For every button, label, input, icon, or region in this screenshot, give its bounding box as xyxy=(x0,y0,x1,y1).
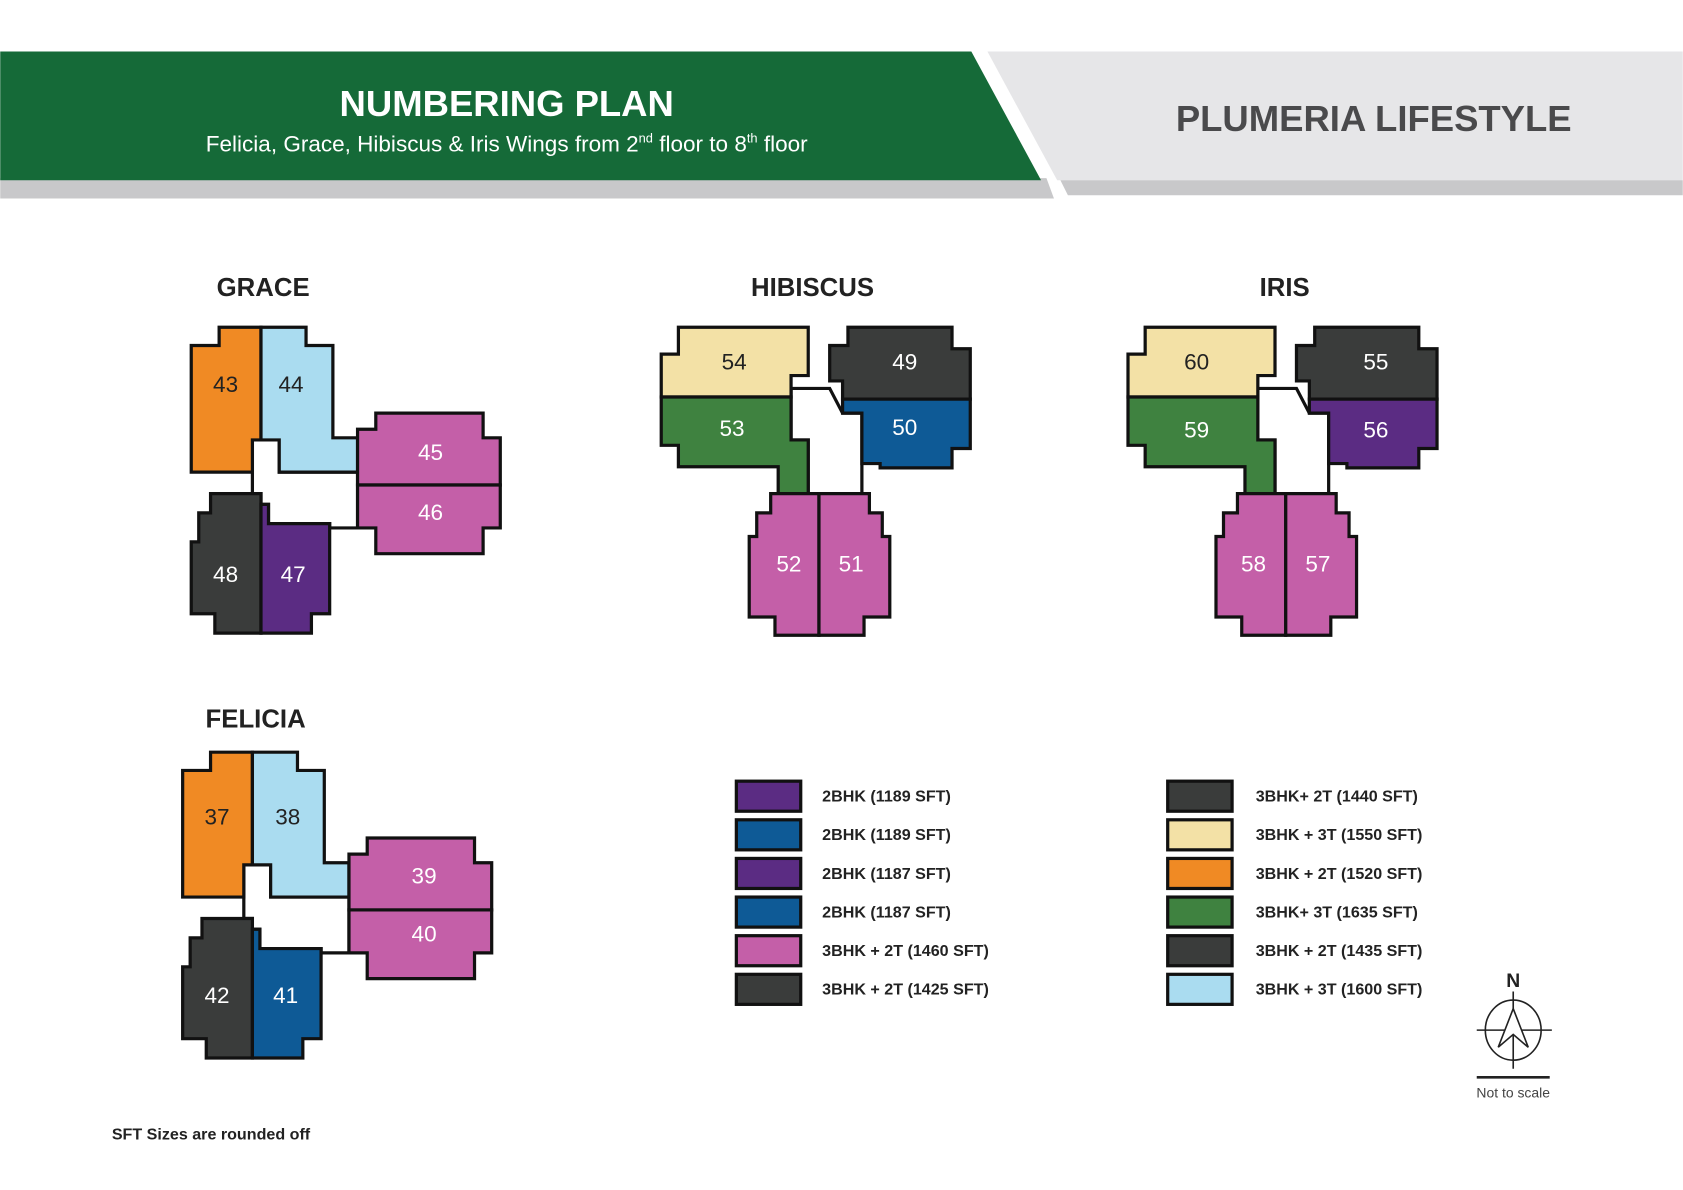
wing-title: GRACE xyxy=(217,274,310,302)
legend-label: 2BHK (1189 SFT) xyxy=(822,788,951,806)
legend-swatch xyxy=(734,934,803,968)
legend: 2BHK (1189 SFT) 2BHK (1189 SFT) 2BHK (1187… xyxy=(734,779,1423,1006)
legend-swatch xyxy=(734,895,803,929)
unit-number: 42 xyxy=(204,983,229,1008)
unit-number: 44 xyxy=(279,372,304,397)
unit-number: 48 xyxy=(213,562,238,587)
legend-swatch xyxy=(1166,934,1234,968)
wing-hibiscus: HIBISCUS 54 53 49 50 52 51 xyxy=(659,274,972,637)
page-title: NUMBERING PLAN xyxy=(340,83,674,124)
unit-number: 47 xyxy=(281,562,306,587)
north-arrow-icon xyxy=(1497,1006,1529,1048)
subtitle-part: floor xyxy=(758,131,809,156)
unit-46 xyxy=(355,483,502,556)
subtitle-sup: th xyxy=(747,131,758,146)
legend-label: 3BHK + 3T (1600 SFT) xyxy=(1256,981,1423,999)
wing-grace: GRACE 43 44 45 46 48 47 xyxy=(189,274,502,635)
unit-47 xyxy=(259,502,332,635)
subtitle-part: floor to 8 xyxy=(653,131,747,156)
unit-41 xyxy=(250,927,323,1060)
unit-56 xyxy=(1307,397,1439,470)
unit-number: 38 xyxy=(275,805,300,830)
header-stripe-left xyxy=(0,178,1054,199)
unit-number: 37 xyxy=(204,805,229,830)
header: NUMBERING PLAN Felicia, Grace, Hibiscus … xyxy=(0,51,1683,199)
unit-53 xyxy=(659,395,810,496)
unit-number: 50 xyxy=(892,415,917,440)
legend-label: 2BHK (1187 SFT) xyxy=(822,903,951,921)
unit-number: 53 xyxy=(720,416,745,441)
page-subtitle: Felicia, Grace, Hibiscus & Iris Wings fr… xyxy=(206,131,808,157)
unit-number: 57 xyxy=(1305,551,1330,576)
unit-40 xyxy=(347,908,494,981)
legend-label: 2BHK (1187 SFT) xyxy=(822,865,951,883)
unit-number: 55 xyxy=(1363,350,1388,375)
unit-43 xyxy=(189,325,263,474)
legend-swatch xyxy=(734,818,803,852)
unit-number: 40 xyxy=(412,922,437,947)
legend-label: 2BHK (1189 SFT) xyxy=(822,826,951,844)
unit-number: 60 xyxy=(1184,350,1209,375)
unit-number: 51 xyxy=(839,551,864,576)
legend-label: 3BHK+ 3T (1635 SFT) xyxy=(1256,903,1418,921)
legend-swatch xyxy=(1166,779,1234,813)
legend-label: 3BHK + 2T (1460 SFT) xyxy=(822,942,989,960)
unit-51 xyxy=(817,491,892,637)
unit-number: 39 xyxy=(412,864,437,889)
legend-swatch xyxy=(1166,856,1234,891)
wing-felicia: FELICIA 37 38 39 40 42 41 xyxy=(181,706,494,1060)
north-label: N xyxy=(1506,971,1520,992)
header-green-banner xyxy=(0,51,1042,181)
subtitle-part: Felicia, Grace, Hibiscus & Iris Wings fr… xyxy=(206,131,639,156)
header-stripe-right xyxy=(1060,180,1683,196)
unit-number: 46 xyxy=(418,500,443,525)
unit-number: 58 xyxy=(1241,551,1266,576)
legend-swatch xyxy=(1166,895,1234,929)
legend-label: 3BHK + 2T (1520 SFT) xyxy=(1256,865,1423,883)
unit-number: 59 xyxy=(1184,417,1209,442)
legend-label: 3BHK + 2T (1425 SFT) xyxy=(822,981,989,999)
unit-number: 43 xyxy=(213,372,238,397)
wing-title: IRIS xyxy=(1260,274,1310,302)
wing-title: HIBISCUS xyxy=(751,274,874,302)
legend-label: 3BHK + 3T (1550 SFT) xyxy=(1256,826,1423,844)
subtitle-sup: nd xyxy=(639,131,653,146)
wing-title: FELICIA xyxy=(206,706,306,734)
legend-label: 3BHK+ 2T (1440 SFT) xyxy=(1256,788,1418,806)
wing-iris: IRIS 60 59 55 56 58 57 xyxy=(1126,274,1439,637)
legend-swatch xyxy=(734,972,803,1006)
legend-swatch xyxy=(734,856,803,891)
legend-swatch xyxy=(1166,818,1234,852)
unit-number: 52 xyxy=(776,551,801,576)
scale-note: Not to scale xyxy=(1476,1085,1550,1101)
legend-label: 3BHK + 2T (1435 SFT) xyxy=(1256,942,1423,960)
unit-50 xyxy=(840,397,972,470)
unit-number: 41 xyxy=(273,983,298,1008)
unit-number: 45 xyxy=(418,440,443,465)
compass: N Not to scale xyxy=(1476,971,1552,1101)
unit-57 xyxy=(1284,491,1359,637)
brand-name: PLUMERIA LIFESTYLE xyxy=(1176,98,1572,139)
footnote: SFT Sizes are rounded off xyxy=(112,1126,311,1144)
legend-swatch xyxy=(1166,972,1234,1006)
unit-number: 54 xyxy=(722,350,747,375)
unit-59 xyxy=(1126,395,1277,496)
unit-number: 56 xyxy=(1363,417,1388,442)
unit-number: 49 xyxy=(892,350,917,375)
legend-swatch xyxy=(734,779,803,813)
header-gray-banner xyxy=(987,51,1683,181)
